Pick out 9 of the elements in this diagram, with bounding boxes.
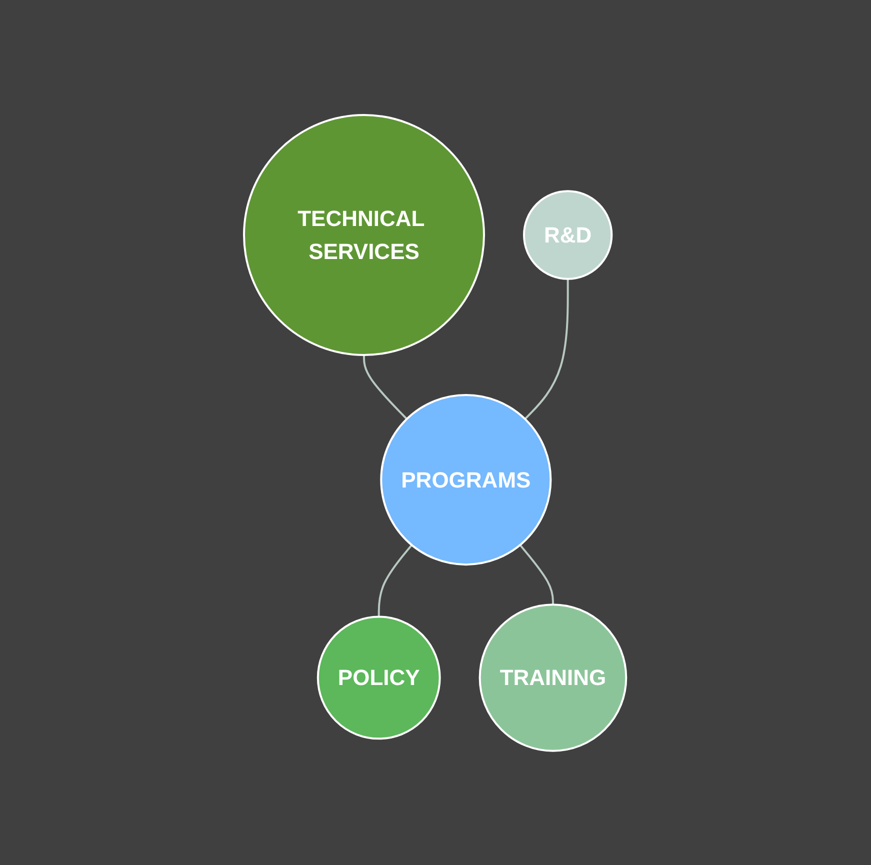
connector [520,544,554,604]
node-circle: TRAINING [479,603,628,752]
connector [524,278,570,420]
connector [378,544,413,616]
node-circle: R&D [523,190,614,280]
node-circle: POLICY [317,615,442,740]
connector [363,354,408,420]
node-circle: TECHNICAL SERVICES [243,114,486,356]
node-circle: PROGRAMS [380,394,552,566]
